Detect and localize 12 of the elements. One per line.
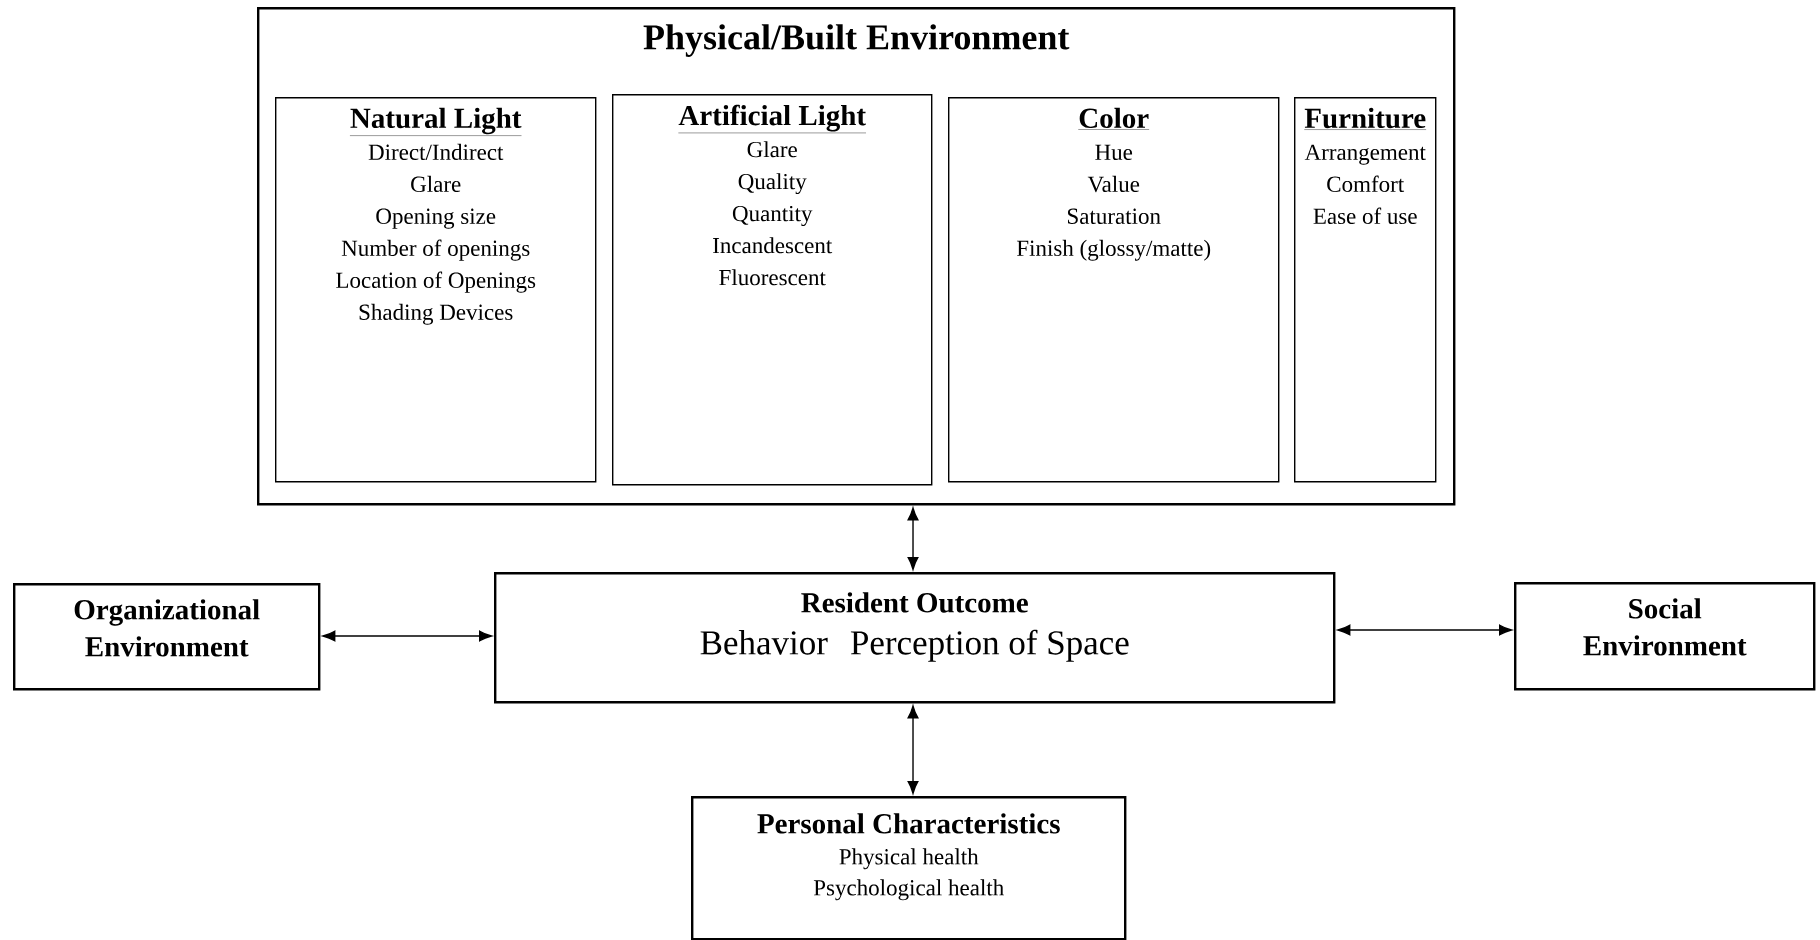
arrow <box>907 507 919 570</box>
arrow <box>1337 624 1512 636</box>
arrow <box>907 705 919 794</box>
category-box: Color Hue Value Saturation Finish (glossy/matte) <box>948 97 1280 483</box>
environment-box: Social Environment <box>1514 582 1816 691</box>
category-box: Furniture Arrangement Comfort Ease of use <box>1294 97 1437 483</box>
arrow <box>322 630 492 642</box>
category-box: Natural Light Direct/Indirect Glare Opening size Number of openings Location of Openings Shading Devices <box>275 97 597 483</box>
outcome-box: Resident Outcome Behavior Perception of Space <box>494 572 1336 704</box>
characteristics-box: Personal Characteristics Physical health Psychological health <box>691 796 1127 940</box>
category-box: Artificial Light Glare Quality Quantity Incandescent Fluorescent <box>612 94 933 486</box>
environment-box: Organizational Environment <box>13 583 321 691</box>
